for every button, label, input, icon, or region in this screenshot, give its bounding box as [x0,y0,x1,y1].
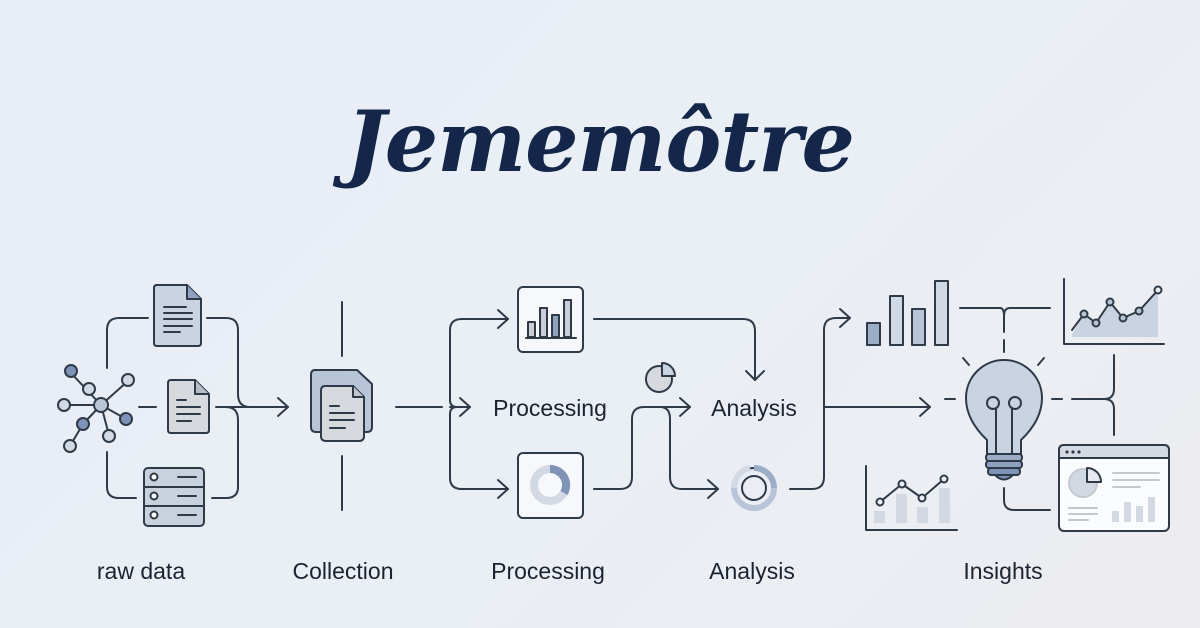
area-chart-icon [1063,278,1165,345]
bar-chart-icon [517,286,584,353]
insights-connectors [944,307,1115,511]
stage-label-analysis: Analysis [709,558,795,584]
processing-analysis-connectors [593,318,765,499]
document-icon [167,379,210,434]
network-graph-icon [57,364,135,453]
pie-chart-icon [645,362,676,393]
line-chart-icon [865,465,958,531]
stage-label-insights: Insights [963,558,1043,584]
lightbulb-icon [965,359,1043,481]
processing-connectors [449,309,509,499]
stage-label-processing: Processing [491,558,605,584]
bar-chart-icon [866,280,949,346]
collection-connectors [341,301,443,511]
analysis-inline-label: Analysis [711,395,797,421]
document-icon [153,284,202,347]
donut-chart-icon [731,465,777,511]
dashboard-window-icon [1058,444,1170,532]
donut-chart-icon [517,452,584,519]
server-icon [143,467,205,527]
stage-label-raw-data: raw data [96,558,186,584]
stacked-documents-icon [310,369,373,442]
analysis-insights-connectors [789,308,931,490]
raw-data-connectors [106,317,289,499]
processing-inline-label: Processing [493,395,607,421]
page-title: Jememôtre [346,92,855,191]
stage-label-collection: Collection [292,558,394,584]
